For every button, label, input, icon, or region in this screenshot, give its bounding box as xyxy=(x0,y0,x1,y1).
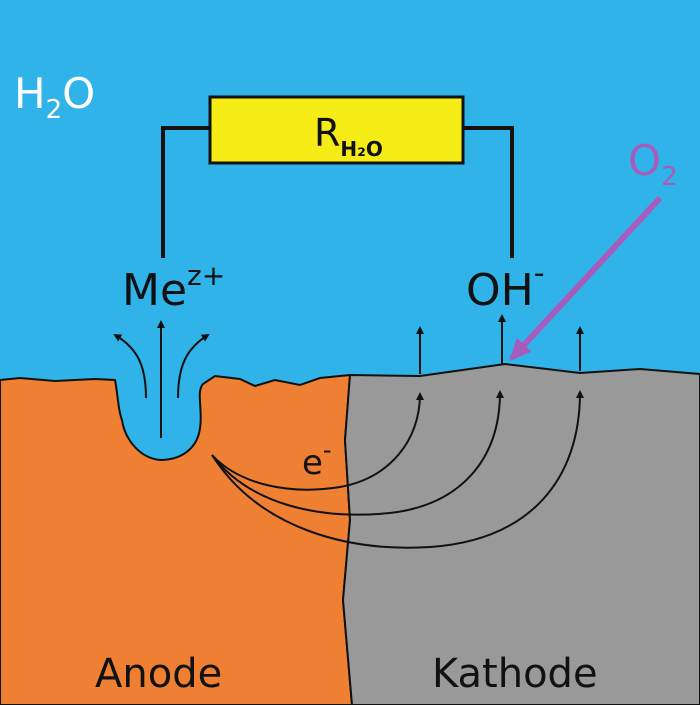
resistor xyxy=(208,95,465,165)
electron-label: e- xyxy=(302,436,332,483)
anode-label: Anode xyxy=(95,651,222,697)
cathode-region xyxy=(341,362,700,705)
circuit-wire-left xyxy=(161,126,210,258)
metal-ion-label: Mez+ xyxy=(122,259,225,316)
electron-arc-2 xyxy=(211,390,504,516)
pit-arrow-left xyxy=(113,333,147,399)
oxygen-label: O2 xyxy=(628,136,678,192)
cathode-label: Kathode xyxy=(432,651,598,697)
hydroxide-label: OH- xyxy=(466,256,545,316)
electron-arc-3 xyxy=(211,390,584,549)
water-label: H2O xyxy=(14,69,95,125)
anode-region xyxy=(0,373,354,705)
circuit-wire-right xyxy=(463,126,514,258)
electron-arc-1 xyxy=(211,392,424,491)
resistor-label: RH₂O xyxy=(314,111,383,161)
oxygen-arrow xyxy=(509,195,663,361)
pit-arrow-right xyxy=(177,333,210,399)
